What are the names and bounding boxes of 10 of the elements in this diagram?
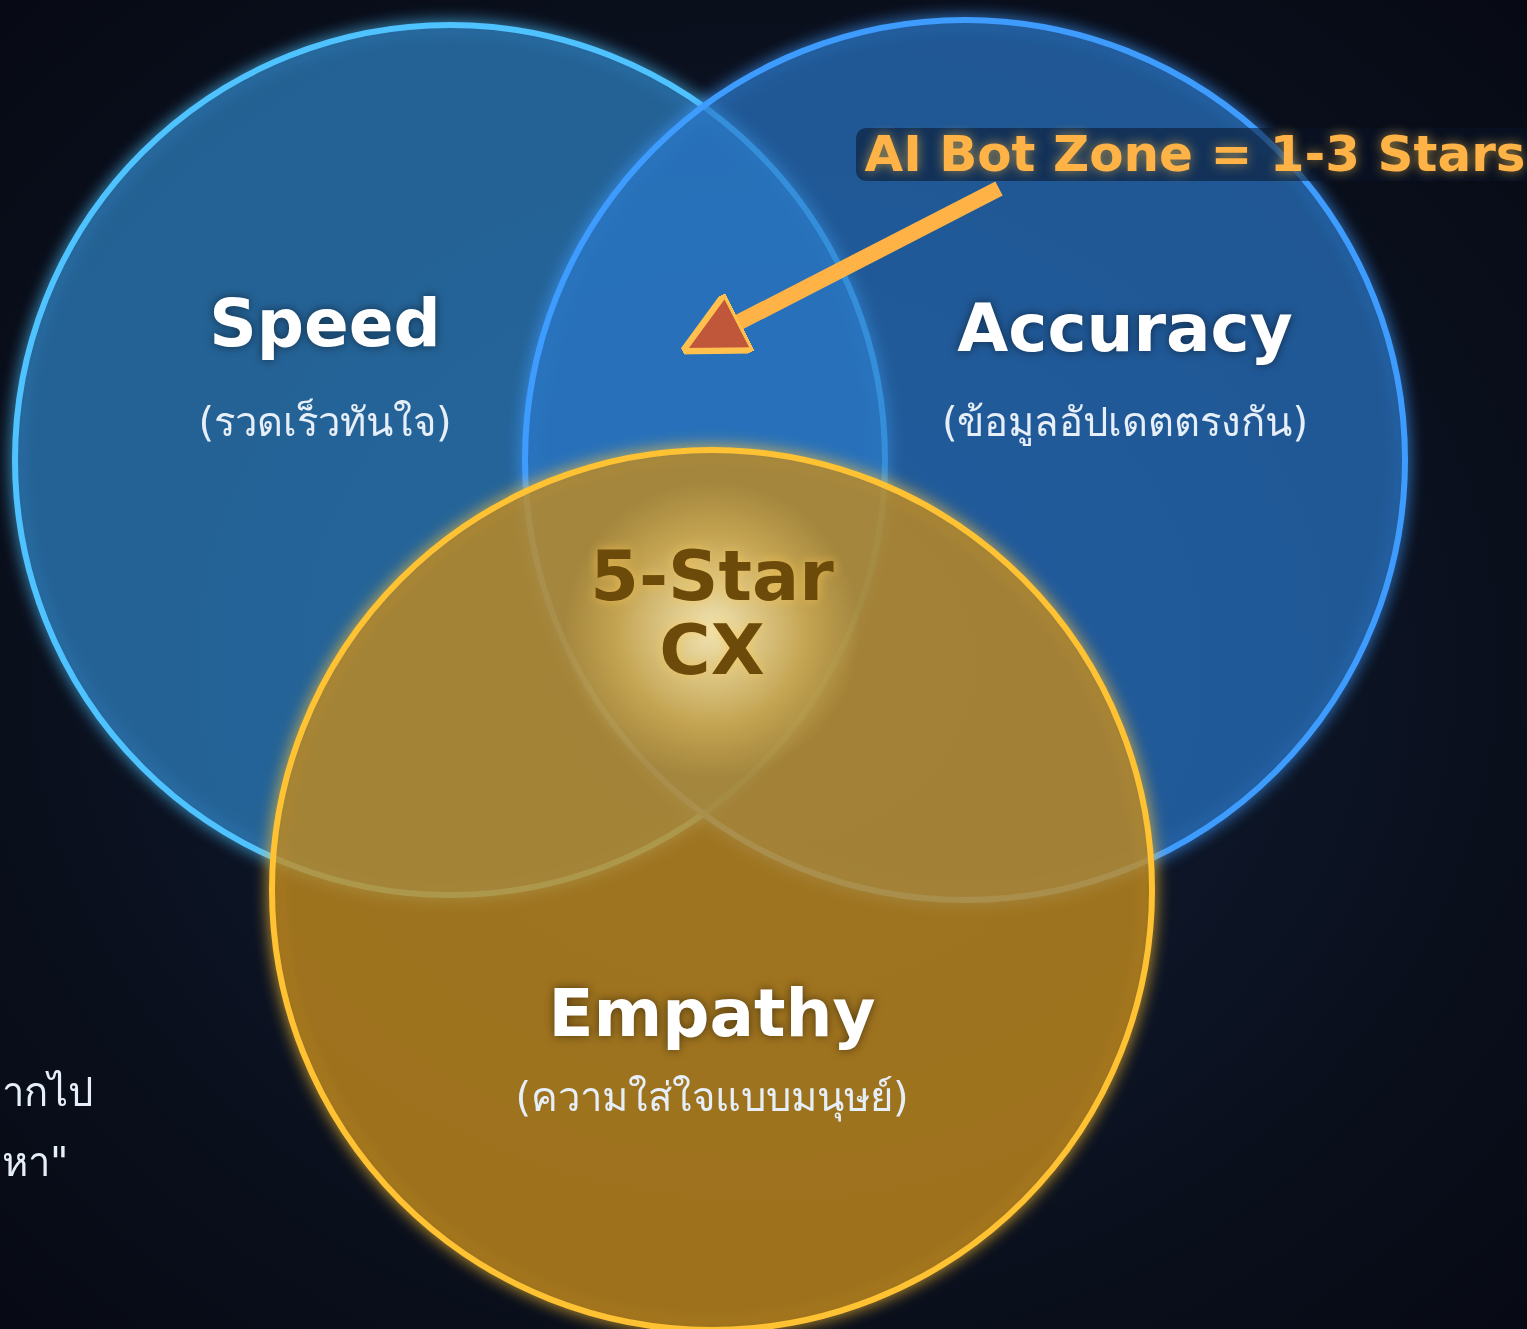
circle-title: Speed (209, 285, 441, 362)
cut-off-text: หา" (2, 1138, 69, 1187)
cut-off-text: ากไป (2, 1068, 93, 1117)
circle-title: Accuracy (957, 290, 1293, 367)
circle-subtitle: (ข้อมูลอัปเดตตรงกัน) (941, 398, 1309, 448)
circle-subtitle: (รวดเร็วทันใจ) (198, 397, 452, 447)
center-label: 5-Star CX (589, 540, 835, 687)
circle-subtitle: (ความใส่ใจแบบมนุษย์) (515, 1073, 909, 1124)
callout-label: AI Bot Zone = 1-3 Stars (856, 128, 1527, 181)
circle-title: Empathy (548, 975, 876, 1052)
